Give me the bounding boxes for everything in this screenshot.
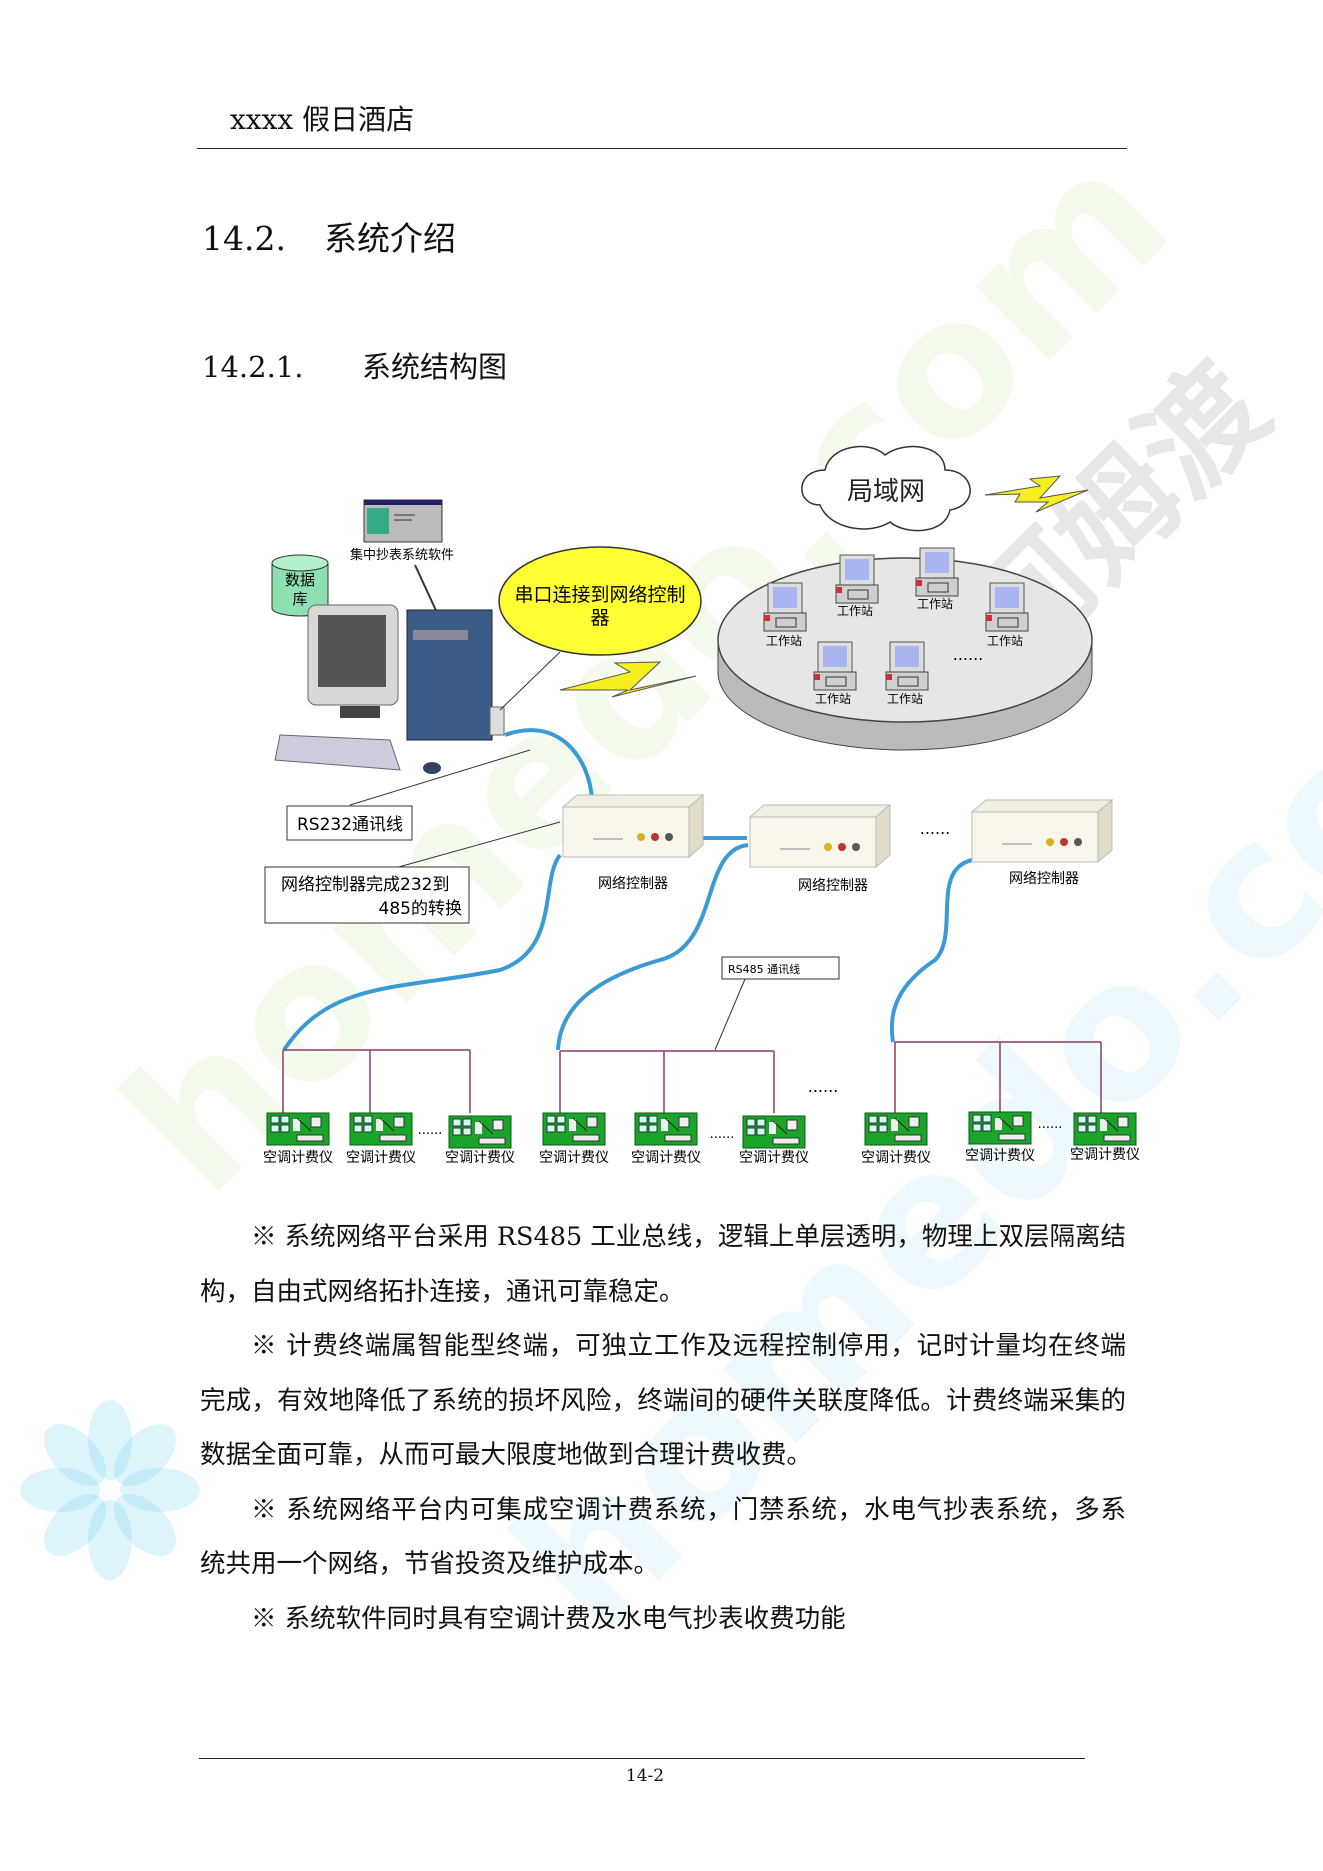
svg-text:网络控制器: 网络控制器 bbox=[798, 878, 868, 894]
network-controller: 网络控制器 bbox=[749, 804, 891, 894]
svg-text:器: 器 bbox=[590, 607, 609, 629]
ac-billing-meter: 空调计费仪 bbox=[739, 1115, 809, 1166]
body-text: ※ 系统网络平台采用 RS485 工业总线，逻辑上单层透明，物理上双层隔离结构，… bbox=[200, 1210, 1126, 1646]
svg-text:数据: 数据 bbox=[285, 571, 315, 589]
software-label: 集中抄表系统软件 bbox=[350, 547, 454, 563]
page-number: 14-2 bbox=[625, 1766, 665, 1786]
svg-text:网络控制器完成232到: 网络控制器完成232到 bbox=[281, 875, 449, 895]
svg-text:空调计费仪: 空调计费仪 bbox=[539, 1150, 609, 1166]
footer-divider bbox=[199, 1758, 1085, 1759]
computer-icon bbox=[274, 604, 505, 774]
workstation: 工作站 bbox=[813, 641, 857, 706]
svg-text:工作站: 工作站 bbox=[917, 597, 953, 611]
rs485-bus bbox=[282, 1041, 1102, 1113]
ac-billing-meter: 空调计费仪 bbox=[631, 1112, 701, 1166]
ac-billing-meter: 空调计费仪 bbox=[445, 1115, 515, 1166]
ac-billing-meter: 空调计费仪 bbox=[539, 1112, 609, 1166]
svg-text:工作站: 工作站 bbox=[815, 692, 851, 706]
svg-text:空调计费仪: 空调计费仪 bbox=[263, 1150, 333, 1166]
controller-ellipsis: ...... bbox=[920, 819, 951, 838]
meter-ellipsis: ...... bbox=[710, 1127, 735, 1142]
leader-line bbox=[714, 978, 746, 1051]
svg-text:RS485 通讯线: RS485 通讯线 bbox=[728, 962, 800, 976]
svg-text:空调计费仪: 空调计费仪 bbox=[631, 1150, 701, 1166]
workstation: 工作站 bbox=[915, 547, 959, 611]
svg-text:RS232通讯线: RS232通讯线 bbox=[297, 815, 403, 835]
database-icon: 数据 库 bbox=[271, 554, 329, 617]
svg-text:空调计费仪: 空调计费仪 bbox=[445, 1150, 515, 1166]
bus-ellipsis: ...... bbox=[808, 1077, 839, 1096]
svg-text:空调计费仪: 空调计费仪 bbox=[346, 1150, 416, 1166]
paragraph: ※ 系统软件同时具有空调计费及水电气抄表收费功能 bbox=[251, 1603, 846, 1634]
svg-text:网络控制器: 网络控制器 bbox=[598, 876, 668, 892]
subsection-number: 14.2.1. bbox=[202, 350, 304, 384]
software-window-icon bbox=[363, 499, 443, 543]
svg-text:库: 库 bbox=[292, 590, 307, 608]
workstation-ellipsis: ...... bbox=[953, 645, 984, 664]
workstation: 工作站 bbox=[985, 582, 1029, 648]
subsection-title: 系统结构图 bbox=[362, 350, 508, 384]
lightning-icon bbox=[559, 661, 697, 698]
rs485-cables bbox=[282, 728, 973, 1052]
lan-cloud: 局域网 bbox=[801, 445, 971, 532]
rs232-label-box: RS232通讯线 bbox=[286, 805, 413, 841]
section-number: 14.2. bbox=[202, 219, 286, 258]
lightning-icon bbox=[984, 475, 1089, 513]
serial-connection-callout: 串口连接到网络控制 器 bbox=[498, 546, 702, 656]
workstation: 工作站 bbox=[835, 554, 879, 618]
ac-billing-meter: 空调计费仪 bbox=[263, 1112, 333, 1166]
svg-text:空调计费仪: 空调计费仪 bbox=[1070, 1147, 1140, 1163]
paragraph: ※ 计费终端属智能型终端，可独立工作及远程控制停用，记时计量均在终端完成，有效地… bbox=[200, 1331, 1126, 1470]
header-divider bbox=[197, 148, 1127, 149]
meter-ellipsis: ...... bbox=[1038, 1117, 1063, 1132]
lan-label: 局域网 bbox=[847, 477, 925, 507]
svg-text:空调计费仪: 空调计费仪 bbox=[965, 1148, 1035, 1164]
svg-text:串口连接到网络控制: 串口连接到网络控制 bbox=[514, 584, 685, 606]
network-controller: 网络控制器 bbox=[971, 799, 1113, 887]
paragraph: ※ 系统网络平台内可集成空调计费系统，门禁系统，水电气抄表系统，多系统共用一个网… bbox=[200, 1494, 1126, 1580]
leader-line bbox=[499, 651, 561, 711]
watermark-flower-logo bbox=[20, 1400, 200, 1580]
leader-line bbox=[349, 749, 531, 806]
ac-billing-meter: 空调计费仪 bbox=[1070, 1112, 1140, 1163]
svg-text:工作站: 工作站 bbox=[887, 692, 923, 706]
svg-text:485的转换: 485的转换 bbox=[379, 899, 462, 919]
rs485-label-box: RS485 通讯线 bbox=[721, 956, 840, 980]
svg-text:空调计费仪: 空调计费仪 bbox=[861, 1150, 931, 1166]
network-controller: 网络控制器 bbox=[562, 794, 704, 892]
workstation: 工作站 bbox=[763, 582, 807, 648]
ac-billing-meter: 空调计费仪 bbox=[346, 1112, 416, 1166]
document-header-title: xxxx 假日酒店 bbox=[230, 103, 415, 136]
ac-billing-meter: 空调计费仪 bbox=[965, 1111, 1035, 1164]
svg-text:工作站: 工作站 bbox=[987, 634, 1023, 648]
workstation: 工作站 bbox=[885, 641, 929, 706]
meter-ellipsis: ...... bbox=[418, 1123, 443, 1138]
section-title: 系统介绍 bbox=[324, 219, 456, 258]
svg-text:网络控制器: 网络控制器 bbox=[1009, 871, 1079, 887]
paragraph: ※ 系统网络平台采用 RS485 工业总线，逻辑上单层透明，物理上双层隔离结构，… bbox=[200, 1222, 1126, 1307]
ac-billing-meter: 空调计费仪 bbox=[861, 1112, 931, 1166]
svg-text:空调计费仪: 空调计费仪 bbox=[739, 1150, 809, 1166]
subsection-heading: 14.2.1. 系统结构图 bbox=[202, 344, 507, 386]
svg-text:工作站: 工作站 bbox=[837, 604, 873, 618]
leader-line bbox=[394, 821, 561, 869]
conversion-label-box: 网络控制器完成232到 485的转换 bbox=[264, 866, 470, 924]
section-heading: 14.2. 系统介绍 bbox=[202, 212, 456, 260]
svg-text:工作站: 工作站 bbox=[766, 634, 802, 648]
